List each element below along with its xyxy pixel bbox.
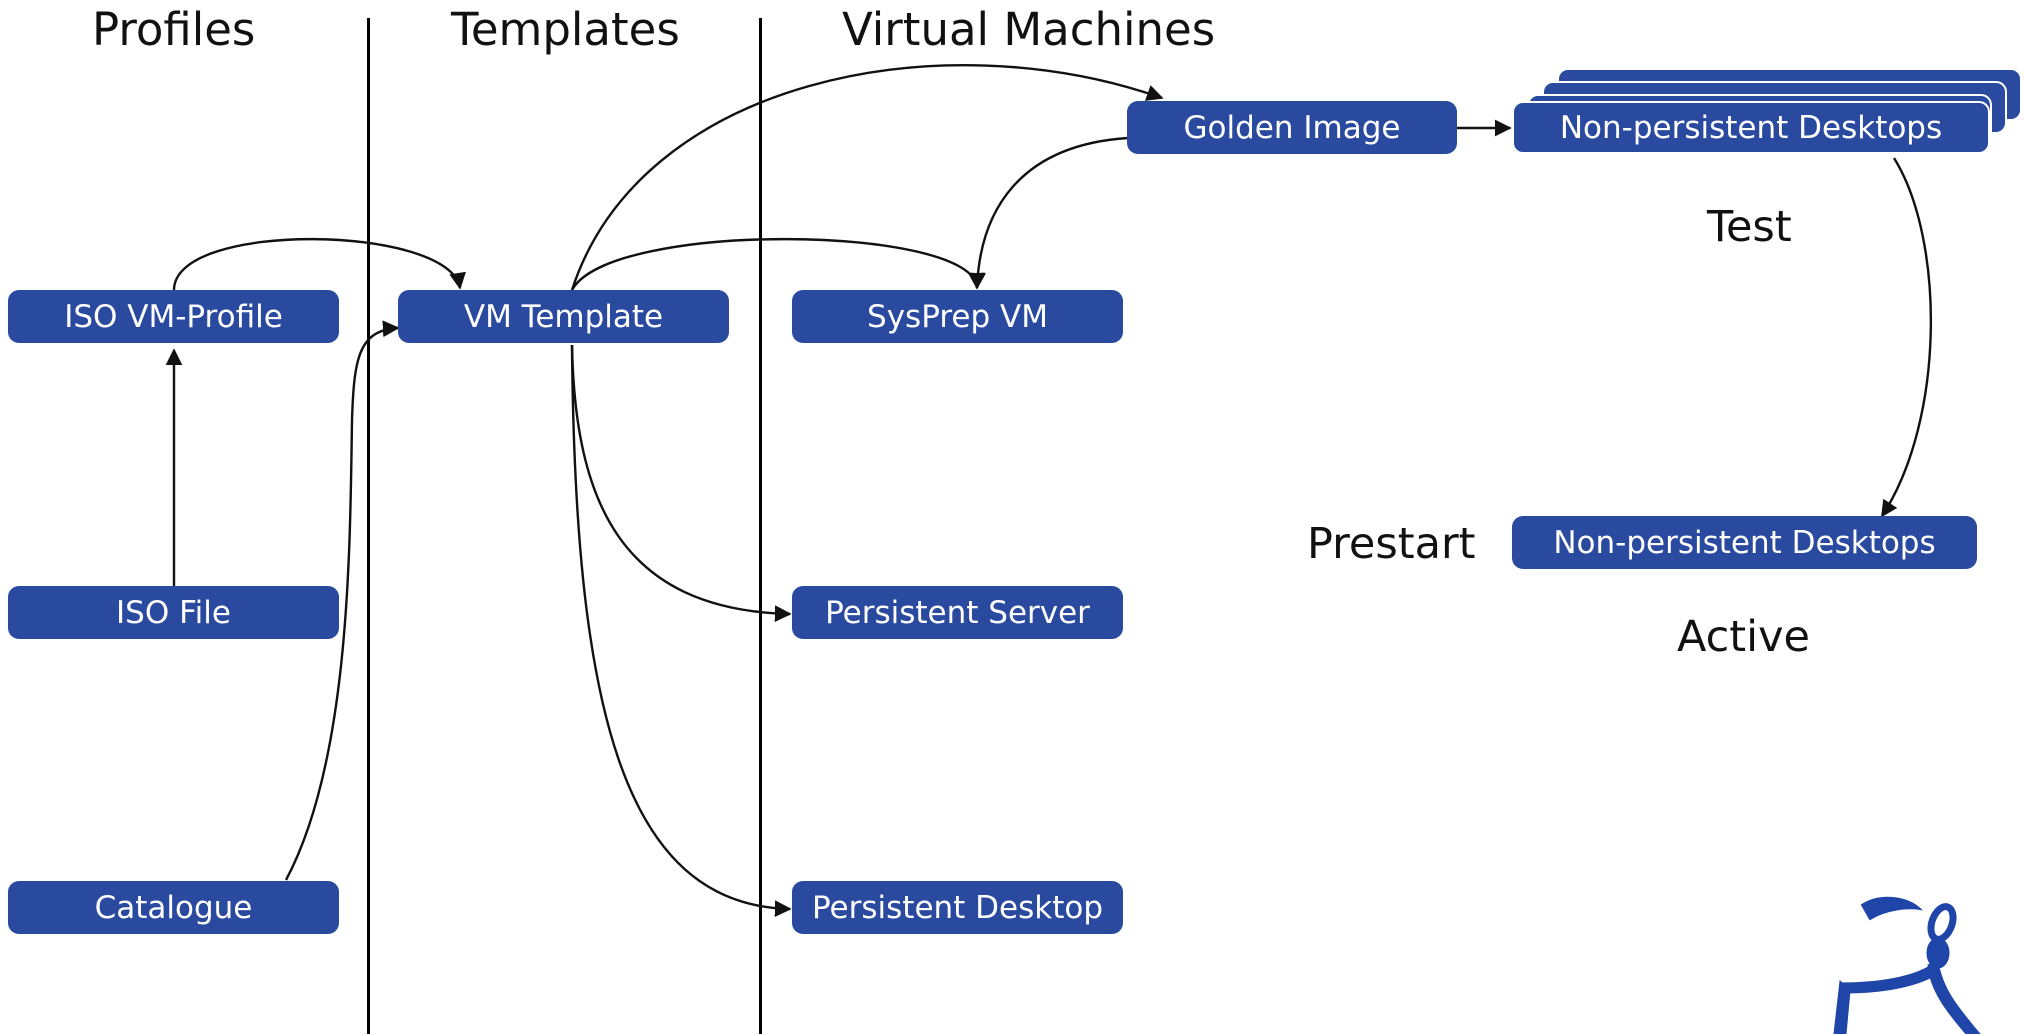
edge-vm-template-to-sysprep-vm: [570, 237, 985, 291]
edge-golden-image-to-sysprep-vm: [969, 136, 1129, 290]
column-header-virtual-machines: Virtual Machines: [842, 3, 1216, 56]
column-divider-profiles-templates: [367, 18, 370, 1034]
node-vm-template[interactable]: VM Template: [398, 290, 729, 343]
node-iso-vm-profile[interactable]: ISO VM-Profile: [8, 290, 339, 343]
node-sysprep-vm[interactable]: SysPrep VM: [792, 290, 1123, 343]
state-label-test: Test: [1707, 202, 1792, 252]
state-label-active: Active: [1677, 612, 1811, 662]
edge-vm-template-to-golden-image: [570, 64, 1164, 291]
node-golden-image[interactable]: Golden Image: [1127, 101, 1457, 154]
node-persistent-desktop[interactable]: Persistent Desktop: [792, 881, 1123, 934]
column-header-templates: Templates: [451, 3, 680, 56]
node-nonpersistent-desktops-test[interactable]: Non-persistent Desktops: [1512, 101, 1990, 154]
state-label-prestart: Prestart: [1307, 519, 1476, 569]
runner-figure-logo: [1833, 896, 1981, 1034]
edge-iso-vm-profile-to-vm-template: [172, 237, 466, 291]
edge-vm-template-to-persistent-desktop: [570, 344, 792, 918]
node-persistent-server[interactable]: Persistent Server: [792, 586, 1123, 639]
node-iso-file[interactable]: ISO File: [8, 586, 339, 639]
edge-catalogue-to-vm-template: [284, 320, 400, 881]
node-catalogue[interactable]: Catalogue: [8, 881, 339, 934]
edge-nonpersistent-test-to-active: [1880, 157, 1932, 518]
column-header-profiles: Profiles: [92, 3, 256, 56]
edge-vm-template-to-persistent-server: [570, 344, 792, 623]
node-nonpersistent-desktops-active[interactable]: Non-persistent Desktops: [1512, 516, 1977, 569]
column-divider-templates-vms: [759, 18, 762, 1034]
